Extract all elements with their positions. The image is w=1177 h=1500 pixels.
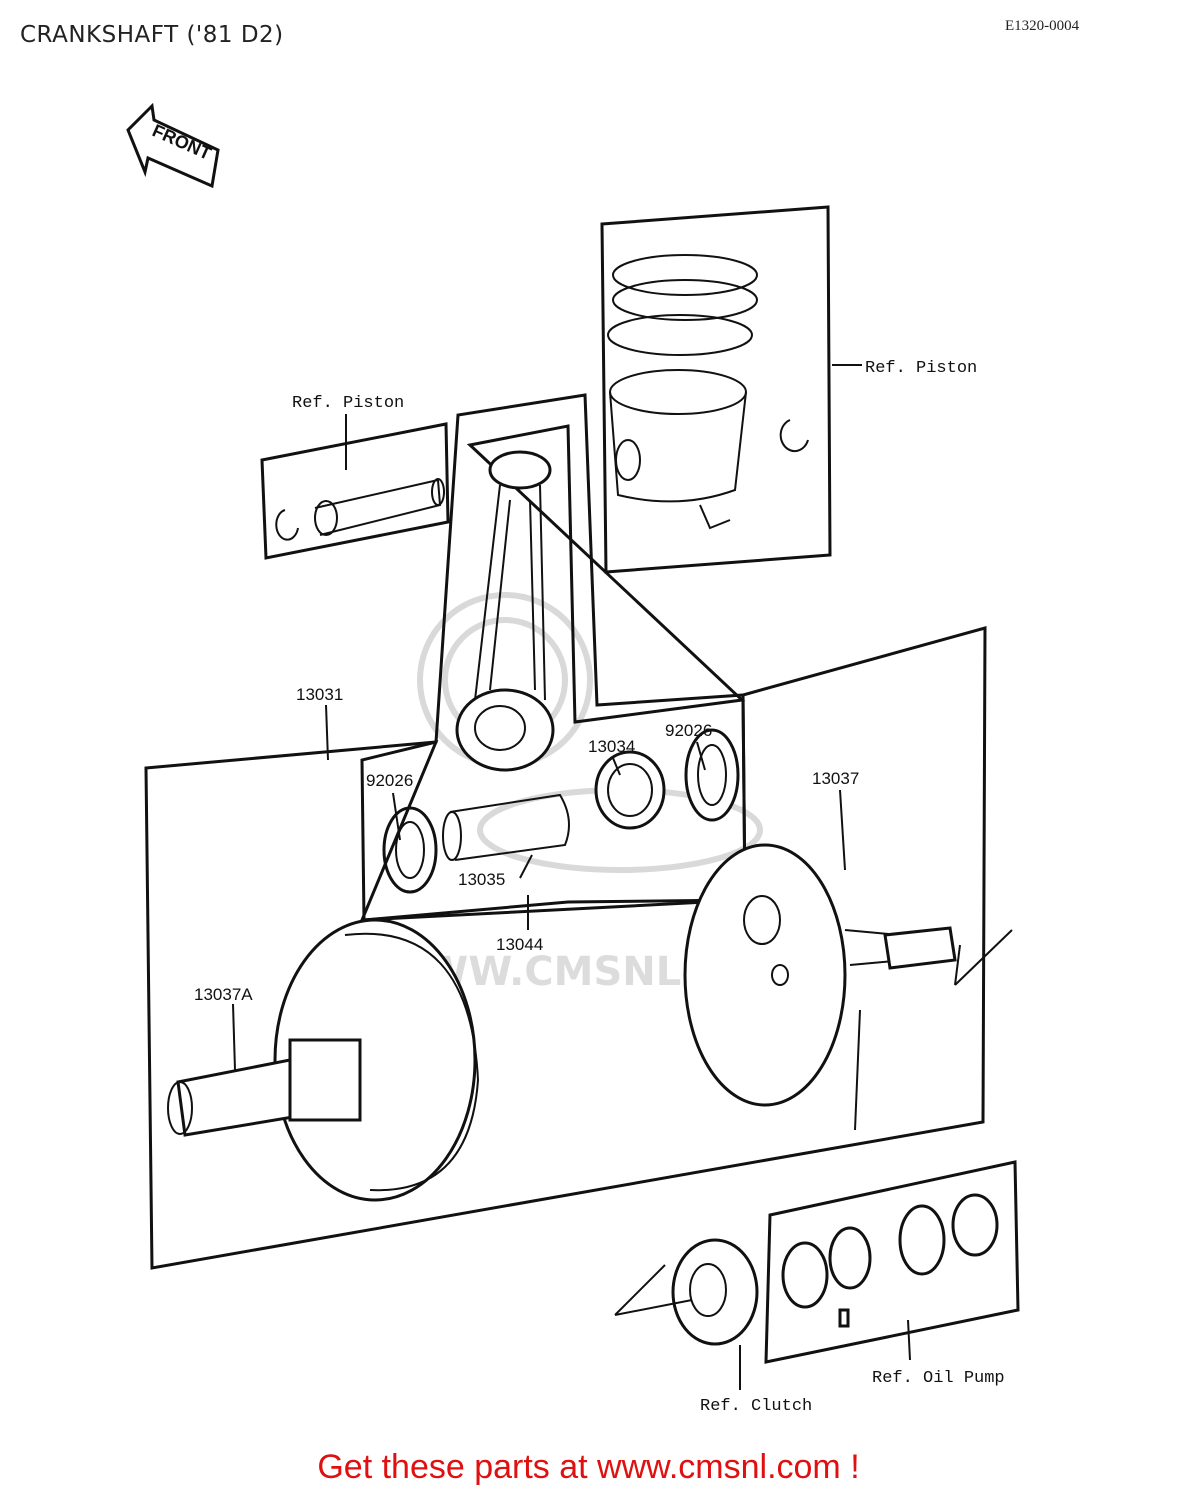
- label-13037: 13037: [812, 769, 859, 788]
- front-arrow-icon: FRONT: [126, 102, 220, 189]
- label-92026-right: 92026: [665, 721, 712, 740]
- conrod-assembly-panel: [360, 393, 747, 922]
- diagram-code: E1320-0004: [1005, 18, 1080, 34]
- label-13035: 13035: [458, 870, 505, 889]
- label-ref-piston-left: Ref. Piston: [292, 394, 404, 413]
- clutch-gear: [614, 929, 1013, 1346]
- piston-panel-right: [600, 205, 832, 574]
- label-13037a: 13037A: [194, 985, 253, 1004]
- cmsnl-link[interactable]: Get these parts at www.cmsnl.com !: [317, 1448, 860, 1486]
- footer-banner: Get these parts at www.cmsnl.com !: [0, 1448, 1177, 1487]
- label-13034: 13034: [588, 737, 635, 756]
- leader-lines: [232, 364, 911, 1390]
- label-ref-oil-pump: Ref. Oil Pump: [872, 1369, 1005, 1388]
- label-ref-piston-right: Ref. Piston: [865, 359, 977, 378]
- page-title: CRANKSHAFT ('81 D2): [20, 22, 284, 48]
- crank-web-13037a: [167, 918, 480, 1202]
- label-13031: 13031: [296, 685, 343, 704]
- crank-web-13037: [683, 843, 957, 1131]
- label-92026-left: 92026: [366, 771, 413, 790]
- label-13044: 13044: [496, 935, 543, 954]
- crankshaft-panel: [144, 626, 987, 1270]
- oil-pump-panel: [764, 1160, 1020, 1364]
- label-ref-clutch: Ref. Clutch: [700, 1397, 812, 1416]
- piston-pin-panel-left: [260, 422, 450, 560]
